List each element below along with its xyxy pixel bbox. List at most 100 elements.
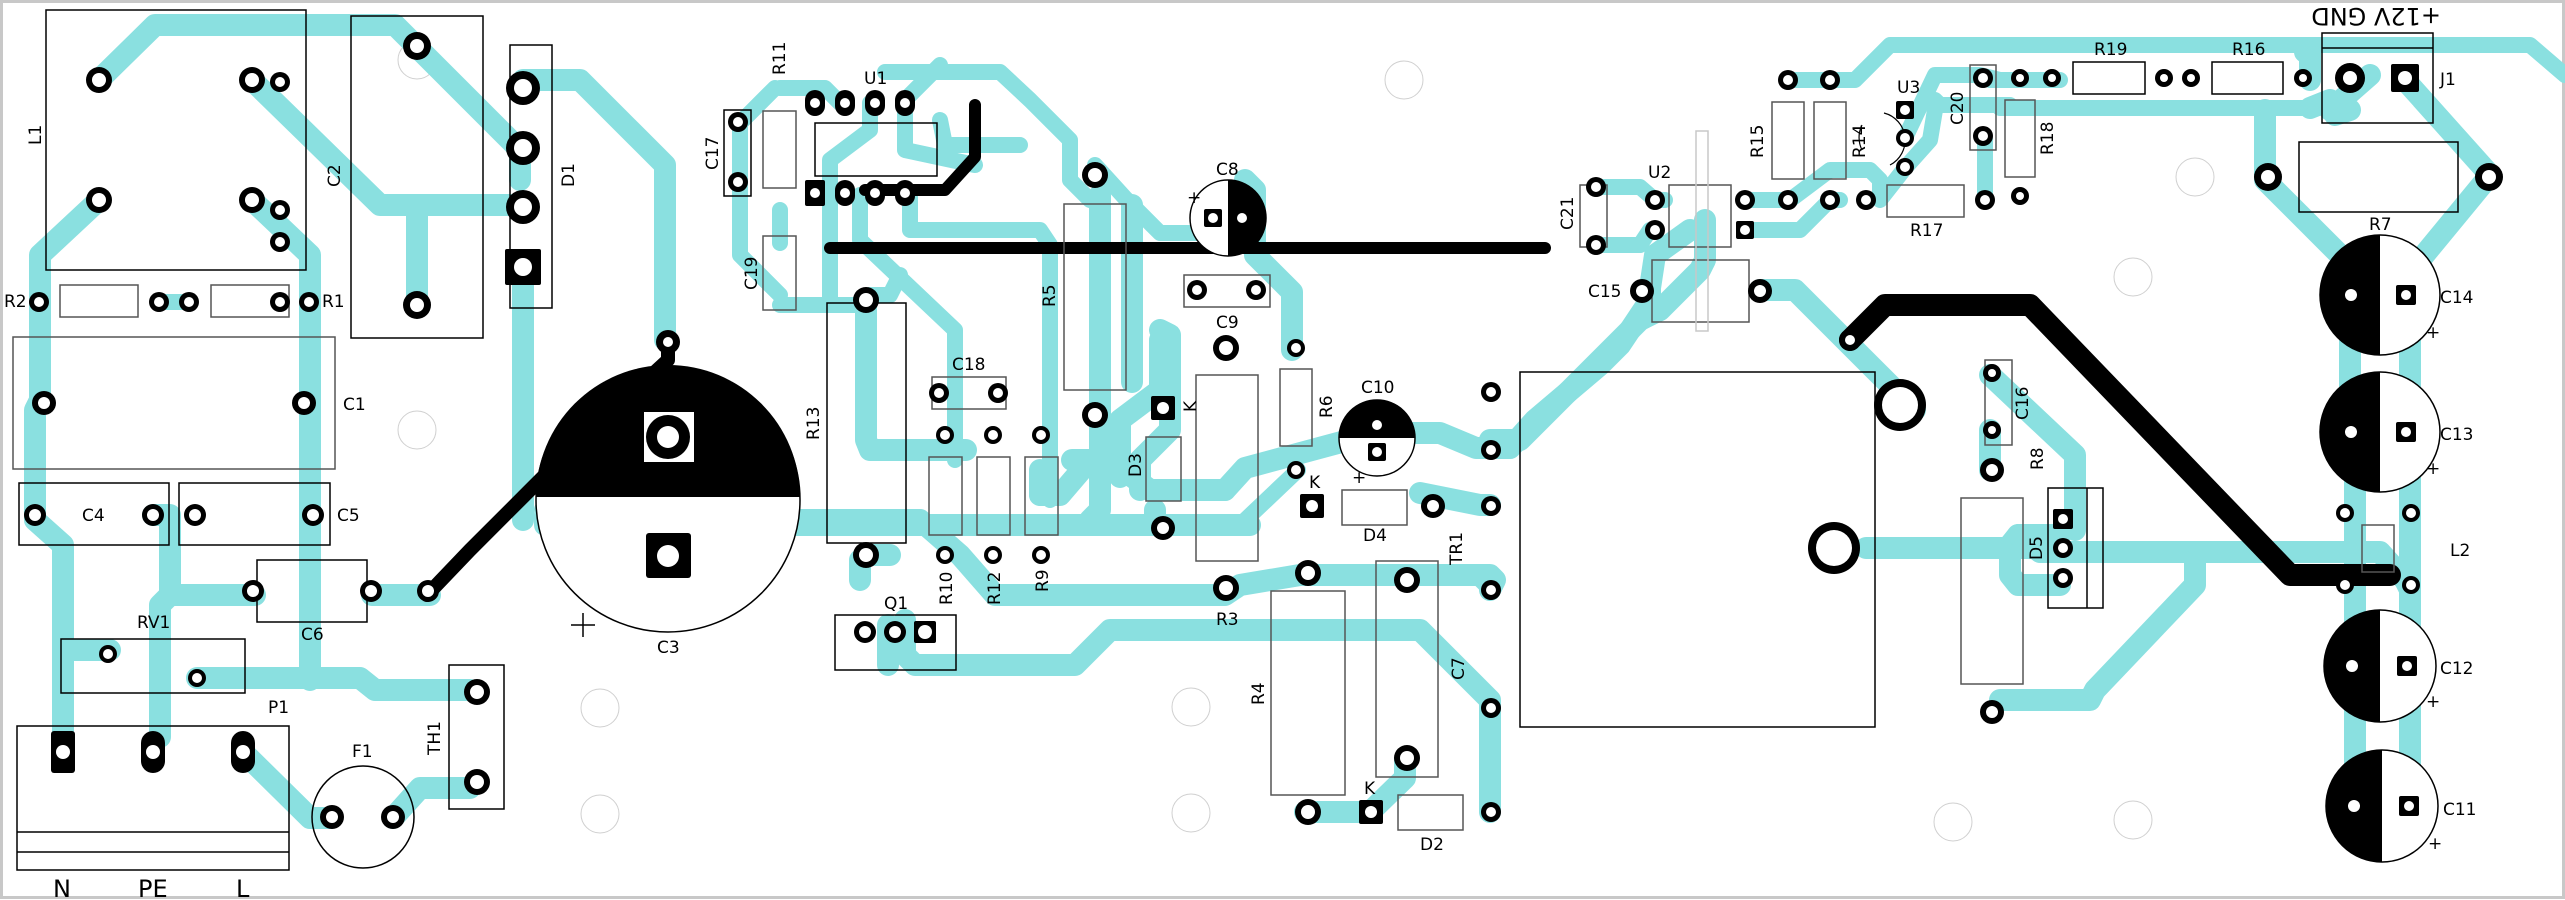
trace xyxy=(852,187,963,468)
pad-drill xyxy=(1900,162,1910,172)
terminal-label-PE: PE xyxy=(138,875,168,900)
component-outlines xyxy=(12,9,2459,871)
pad-drill xyxy=(103,649,113,659)
outline-D3 xyxy=(1145,436,1182,502)
pad-drill xyxy=(1783,195,1793,205)
pad-drill xyxy=(2340,580,2350,590)
label-D2: D2 xyxy=(1420,835,1444,855)
pad-drill xyxy=(2058,514,2068,524)
pad-drill xyxy=(900,98,910,108)
label-C12: C12 xyxy=(2440,659,2474,679)
outline-TH1 xyxy=(448,664,505,810)
pad-drill xyxy=(410,39,424,53)
pad-drill xyxy=(859,626,871,638)
pad-drill xyxy=(1219,341,1233,355)
mounting-hole xyxy=(397,410,437,450)
pad-drill xyxy=(2406,508,2416,518)
label-P1: P1 xyxy=(268,698,289,718)
pad-drill xyxy=(1740,195,1750,205)
trace xyxy=(1129,319,1181,501)
pad-drill xyxy=(1301,566,1315,580)
outline-C9-box xyxy=(1183,274,1271,308)
pad-drill xyxy=(1036,550,1046,560)
pad-drill xyxy=(1980,195,1990,205)
capacitor-C14 xyxy=(2319,234,2441,356)
pad-drill xyxy=(810,98,820,108)
pad-drill xyxy=(1208,213,1218,223)
outline-R17 xyxy=(1886,184,1965,218)
capacitor-C8 xyxy=(1189,179,1267,257)
pad-drill xyxy=(1591,182,1601,192)
pad-drill xyxy=(1845,335,1855,345)
pad-drill xyxy=(2016,74,2024,82)
pad-drill xyxy=(840,188,850,198)
pad-drill xyxy=(1400,573,1414,587)
pad-drill xyxy=(2401,427,2411,437)
pad-drill xyxy=(275,297,285,307)
trace xyxy=(822,95,878,308)
mounting-hole xyxy=(1933,802,1973,842)
pad-drill xyxy=(900,188,910,198)
outline-R8 xyxy=(1960,497,2024,685)
pad-drill xyxy=(387,811,399,823)
pad-drill xyxy=(422,585,434,597)
output-connector-label: +12V GND xyxy=(2311,2,2441,30)
pad-drill xyxy=(870,98,880,108)
pad-drill xyxy=(657,545,679,567)
label-R4: R4 xyxy=(1249,682,1269,705)
label-R13: R13 xyxy=(804,407,824,440)
pad-drill xyxy=(988,430,998,440)
label-C7: C7 xyxy=(1449,657,1469,680)
pad-drill xyxy=(1486,445,1496,455)
outline-D5 xyxy=(2047,487,2104,609)
pad-drill xyxy=(154,297,164,307)
outline-D2 xyxy=(1397,794,1464,831)
pad-drill xyxy=(840,98,850,108)
trace xyxy=(855,289,977,461)
trace xyxy=(2294,41,2321,91)
pad-drill xyxy=(514,258,532,276)
outline-R16 xyxy=(2211,61,2284,95)
pad-drill xyxy=(1036,430,1046,440)
label-D1: D1 xyxy=(559,163,579,187)
pad-drill xyxy=(1816,530,1852,566)
pad-drill xyxy=(1978,131,1988,141)
outline-R15 xyxy=(1771,101,1805,180)
pad-drill xyxy=(34,297,44,307)
pad-drill xyxy=(940,430,950,440)
label-K-D4: K xyxy=(1309,473,1321,493)
pad-drill xyxy=(29,509,41,521)
pad-drill xyxy=(2187,74,2195,82)
outline-Q1 xyxy=(834,614,957,671)
outline-R2 xyxy=(59,284,139,318)
label-C13: C13 xyxy=(2440,425,2474,445)
outline-P1 xyxy=(16,725,290,871)
outline-R10 xyxy=(928,456,963,536)
outline-C7 xyxy=(1375,560,1439,778)
trace xyxy=(382,777,481,829)
trace xyxy=(894,609,1501,823)
label-J1: J1 xyxy=(2439,70,2456,90)
pad-drill xyxy=(92,193,106,207)
pads xyxy=(24,32,2503,829)
trace xyxy=(772,80,848,111)
mounting-hole xyxy=(1171,793,1211,833)
label-C20: C20 xyxy=(1948,91,1968,125)
pad-drill xyxy=(2343,71,2357,85)
mounting-hole xyxy=(580,794,620,834)
trace xyxy=(1234,169,1303,361)
label-R16: R16 xyxy=(2232,40,2265,60)
label-D5: D5 xyxy=(2027,536,2047,560)
label-U2: U2 xyxy=(1648,163,1671,183)
outline-U2 xyxy=(1668,184,1732,248)
pad-drill xyxy=(1978,73,1988,83)
pad-drill xyxy=(365,585,377,597)
pad-drill xyxy=(1825,75,1835,85)
outline-C20 xyxy=(1969,64,1997,151)
label-C8: C8 xyxy=(1216,160,1239,180)
outline-R11 xyxy=(762,110,797,189)
pad-drill xyxy=(940,550,950,560)
pad-drill xyxy=(304,297,314,307)
label-plus-C12: + xyxy=(2426,692,2440,712)
label-K-D3: K xyxy=(1181,400,1201,412)
